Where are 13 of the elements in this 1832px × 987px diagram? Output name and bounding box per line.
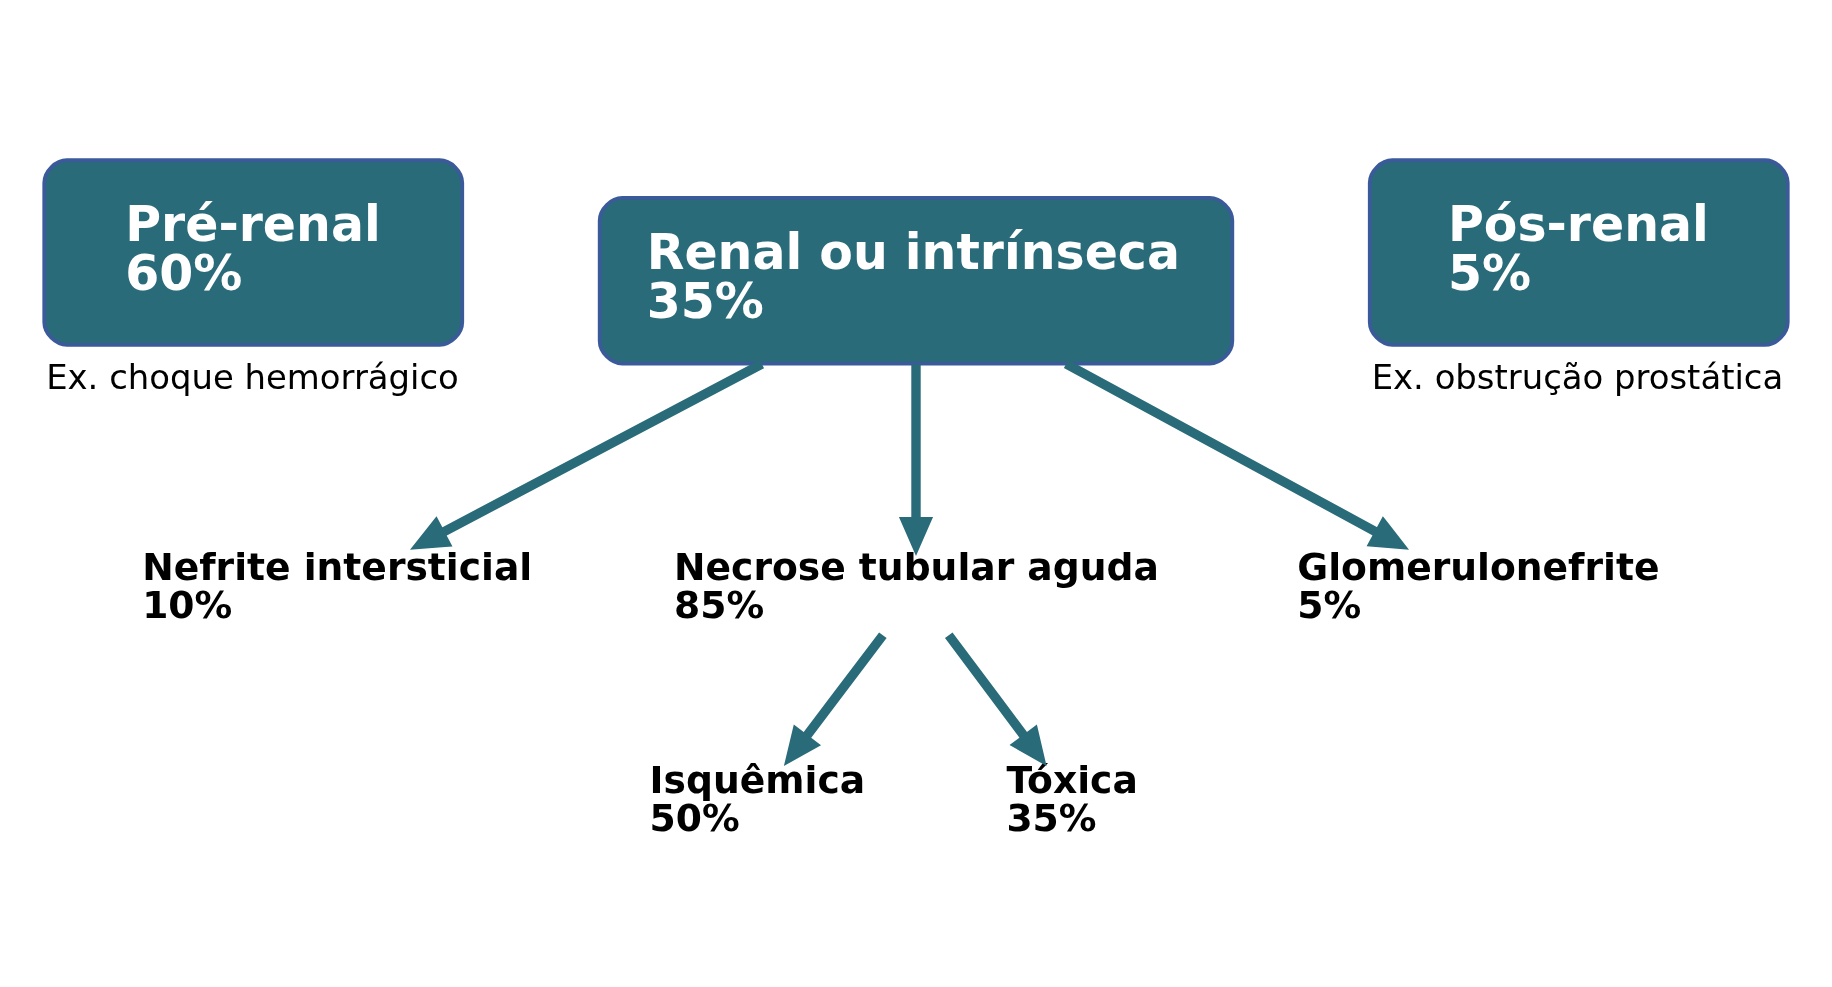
arrow	[898, 364, 934, 557]
node-text: Nefrite intersticial 10%	[142, 545, 533, 627]
arrow	[1063, 359, 1410, 550]
node-text: Necrose tubular aguda 85%	[674, 545, 1159, 627]
node-text: Isquêmica 50%	[649, 757, 866, 840]
node-text: Tóxica 35%	[1006, 757, 1138, 840]
node-text: Glomerulonefrite 5%	[1297, 545, 1660, 627]
node-label: Ex. choque hemorrágico	[46, 357, 459, 397]
node-box: Renal ou intrínseca 35%	[597, 196, 1235, 366]
arrow	[945, 632, 1047, 767]
arrow	[410, 359, 765, 550]
arrow	[783, 632, 887, 766]
node-label: Ex. obstrução prostática	[1371, 357, 1784, 397]
